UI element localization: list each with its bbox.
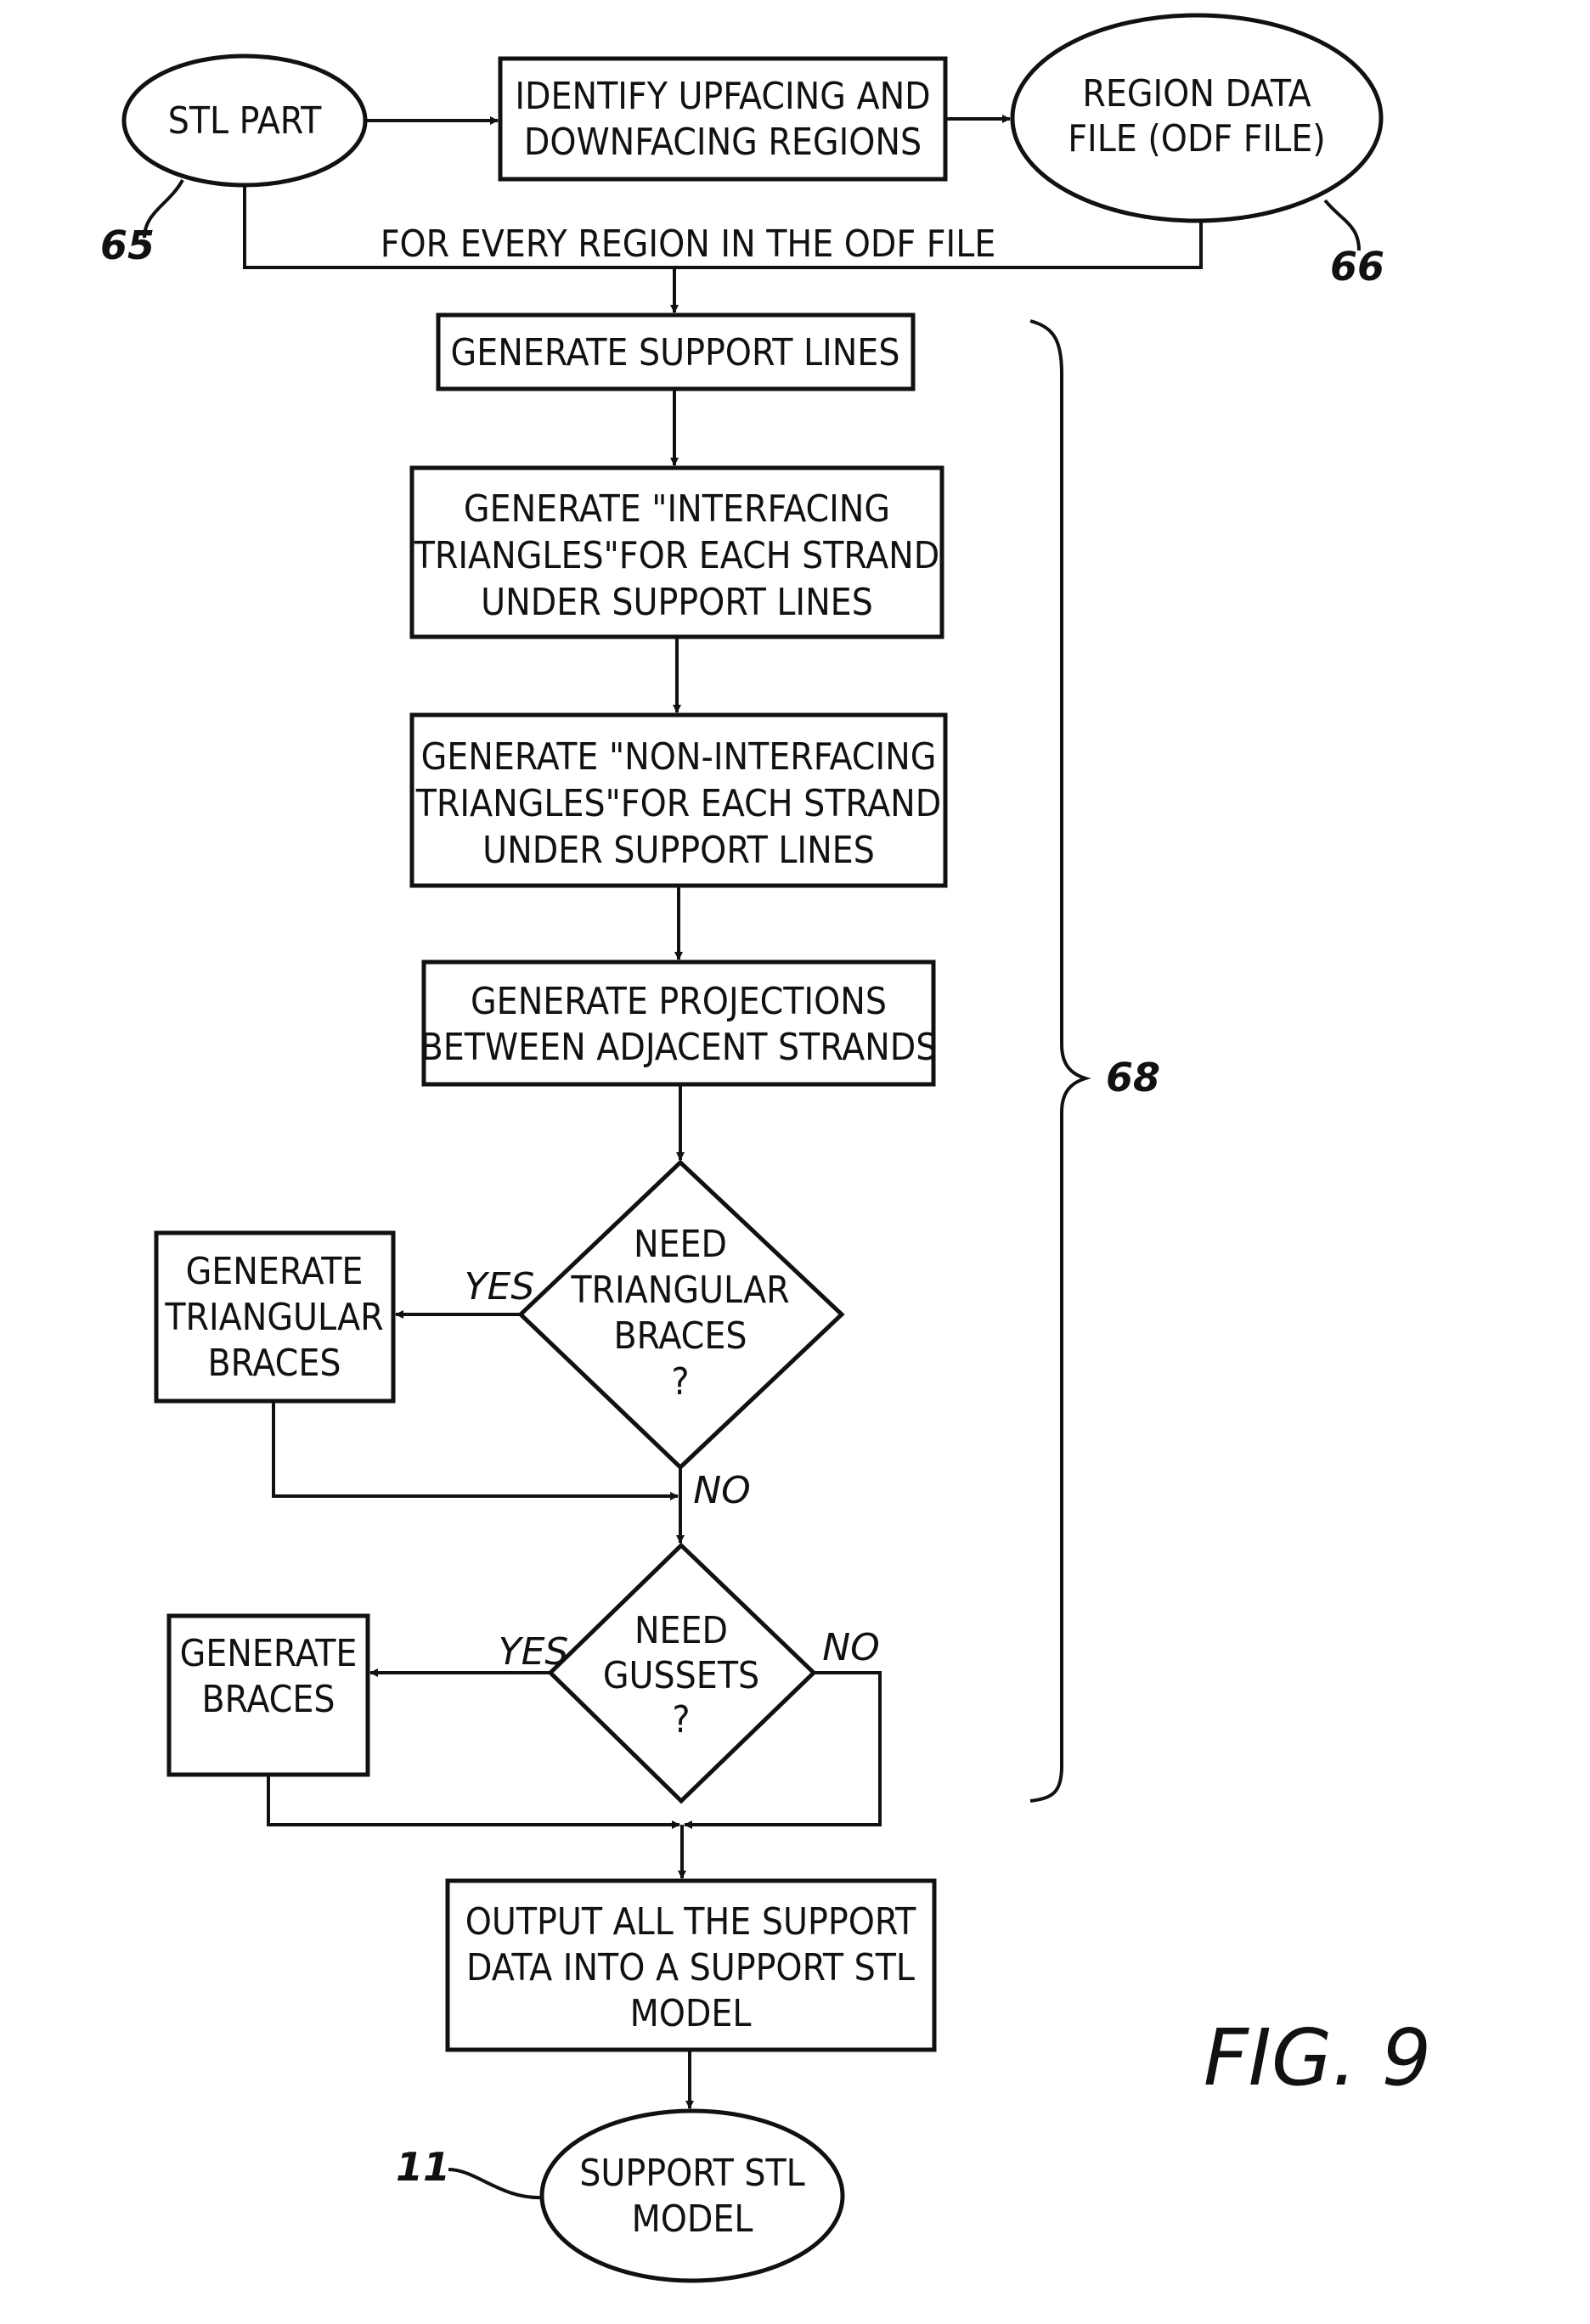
bracket-68 (1030, 321, 1085, 1801)
interfacing-line-2: TRIANGLES"FOR EACH STRAND (414, 534, 940, 577)
output-line-2: DATA INTO A SUPPORT STL (466, 1946, 915, 1989)
gen-tri-line-3: BRACES (208, 1342, 341, 1385)
gen-tri-line-2: TRIANGULAR (164, 1296, 383, 1339)
ref-11: 11 (396, 2144, 450, 2190)
ref-65: 65 (100, 222, 155, 268)
non-interfacing-triangles-box: GENERATE "NON-INTERFACING TRIANGLES"FOR … (412, 715, 945, 886)
ref-66: 66 (1330, 244, 1384, 290)
leader-11 (448, 2169, 542, 2197)
connectors (245, 119, 1201, 2108)
line-gen-braces-join (268, 1775, 679, 1825)
support-stl-model-terminal: SUPPORT STL MODEL (542, 2111, 843, 2281)
identify-regions-box: IDENTIFY UPFACING AND DOWNFACING REGIONS (500, 59, 945, 179)
generate-support-lines-box: GENERATE SUPPORT LINES (438, 315, 913, 389)
support-stl-line-1: SUPPORT STL (579, 2152, 804, 2195)
yes-label-1: YES (465, 1265, 535, 1308)
non-interfacing-line-3: UNDER SUPPORT LINES (482, 829, 875, 872)
non-interfacing-line-1: GENERATE "NON-INTERFACING (421, 735, 937, 779)
region-line-1: REGION DATA (1082, 72, 1311, 115)
interfacing-line-1: GENERATE "INTERFACING (464, 487, 890, 531)
need-tri-line-2: TRIANGULAR (570, 1269, 789, 1312)
region-data-file-terminal: REGION DATA FILE (ODF FILE) (1012, 15, 1381, 221)
support-stl-line-2: MODEL (632, 2197, 753, 2241)
support-lines-label: GENERATE SUPPORT LINES (451, 331, 900, 374)
need-gussets-line-1: NEED (634, 1609, 728, 1652)
stl-part-terminal: STL PART (124, 56, 365, 185)
projections-line-1: GENERATE PROJECTIONS (471, 980, 887, 1023)
output-line-3: MODEL (630, 1992, 752, 2035)
non-interfacing-line-2: TRIANGLES"FOR EACH STRAND (415, 782, 942, 825)
generate-triangular-braces-box: GENERATE TRIANGULAR BRACES (156, 1233, 393, 1401)
projections-box: GENERATE PROJECTIONS BETWEEN ADJACENT ST… (420, 962, 938, 1084)
output-line-1: OUTPUT ALL THE SUPPORT (465, 1900, 916, 1944)
need-triangular-braces-decision: NEED TRIANGULAR BRACES ? (521, 1162, 842, 1467)
loop-label: FOR EVERY REGION IN THE ODF FILE (381, 222, 996, 266)
output-support-data-box: OUTPUT ALL THE SUPPORT DATA INTO A SUPPO… (448, 1881, 934, 2050)
interfacing-line-3: UNDER SUPPORT LINES (481, 581, 873, 624)
gen-braces-line-1: GENERATE (180, 1632, 358, 1675)
interfacing-triangles-box: GENERATE "INTERFACING TRIANGLES"FOR EACH… (412, 468, 942, 637)
need-gussets-decision: NEED GUSSETS ? (550, 1545, 814, 1801)
need-tri-line-4: ? (671, 1360, 689, 1404)
need-tri-line-3: BRACES (614, 1314, 747, 1358)
identify-line-2: DOWNFACING REGIONS (524, 121, 922, 164)
projections-line-2: BETWEEN ADJACENT STRANDS (420, 1026, 938, 1069)
need-gussets-line-2: GUSSETS (603, 1654, 759, 1697)
identify-line-1: IDENTIFY UPFACING AND (515, 75, 930, 118)
generate-braces-box: GENERATE BRACES (169, 1616, 368, 1775)
line-gen-tri-join (273, 1401, 678, 1496)
no-label-2: NO (822, 1626, 880, 1669)
need-tri-line-1: NEED (634, 1223, 727, 1266)
yes-label-2: YES (499, 1630, 569, 1674)
gen-tri-line-1: GENERATE (186, 1250, 364, 1293)
gen-braces-line-2: BRACES (202, 1678, 335, 1721)
region-line-2: FILE (ODF FILE) (1068, 117, 1325, 160)
ref-68: 68 (1106, 1055, 1160, 1100)
figure-label: FIG. 9 (1204, 2012, 1431, 2103)
need-gussets-line-3: ? (672, 1698, 690, 1742)
no-label-1: NO (693, 1469, 751, 1512)
stl-part-label: STL PART (168, 99, 322, 143)
